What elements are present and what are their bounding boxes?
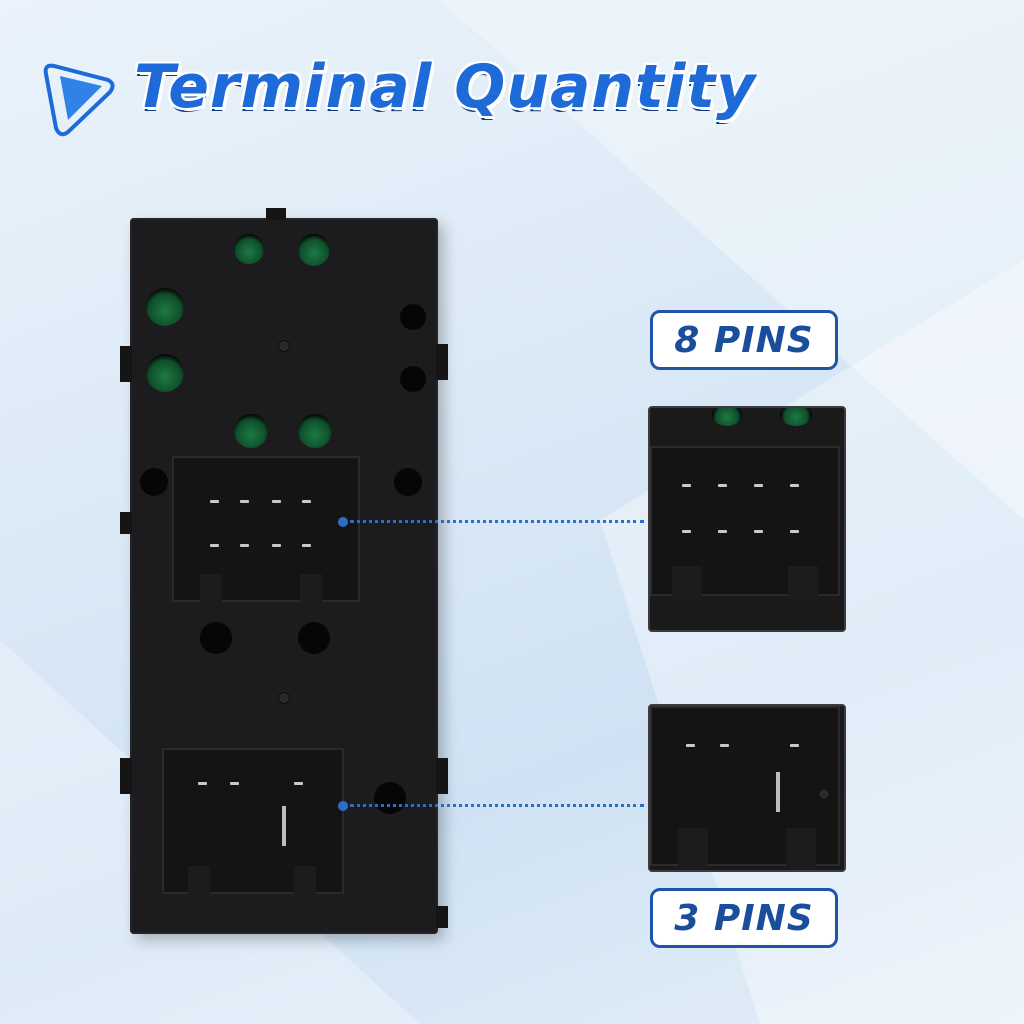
mount-hole xyxy=(200,622,232,654)
callout-dot-bottom xyxy=(338,801,348,811)
mount-hole xyxy=(394,468,422,496)
mount-hole xyxy=(374,782,406,814)
mount-hole xyxy=(400,304,426,330)
header: Terminal Quantity xyxy=(38,48,758,144)
mount-hole xyxy=(298,622,330,654)
side-tab xyxy=(436,344,448,380)
screw xyxy=(278,340,290,352)
side-tab xyxy=(120,758,132,794)
mount-hole xyxy=(140,468,168,496)
pcb-hole xyxy=(234,414,268,448)
window-switch-body xyxy=(120,208,448,934)
leader-line-top xyxy=(350,520,644,523)
callout-dot-top xyxy=(338,517,348,527)
screw xyxy=(278,692,290,704)
side-tab xyxy=(436,906,448,928)
leader-line-bottom xyxy=(350,804,644,807)
pcb-hole xyxy=(146,288,184,326)
pcb-hole xyxy=(298,414,332,448)
top-tab xyxy=(266,208,286,220)
label-8-pins: 8 PINS xyxy=(650,310,838,370)
zoom-3-pin-connector xyxy=(648,704,846,872)
pcb-hole xyxy=(298,234,330,266)
side-tab xyxy=(120,512,132,534)
page-title: Terminal Quantity xyxy=(134,52,757,122)
side-tab xyxy=(120,346,132,382)
play-triangle-icon xyxy=(43,63,115,137)
mount-hole xyxy=(400,366,426,392)
connector-8-pin xyxy=(172,456,360,602)
pcb-hole xyxy=(234,234,264,264)
side-tab xyxy=(436,758,448,794)
label-3-pins: 3 PINS xyxy=(650,888,838,948)
zoom-8-pin-connector xyxy=(648,406,846,632)
connector-3-pin xyxy=(162,748,344,894)
pcb-hole xyxy=(146,354,184,392)
